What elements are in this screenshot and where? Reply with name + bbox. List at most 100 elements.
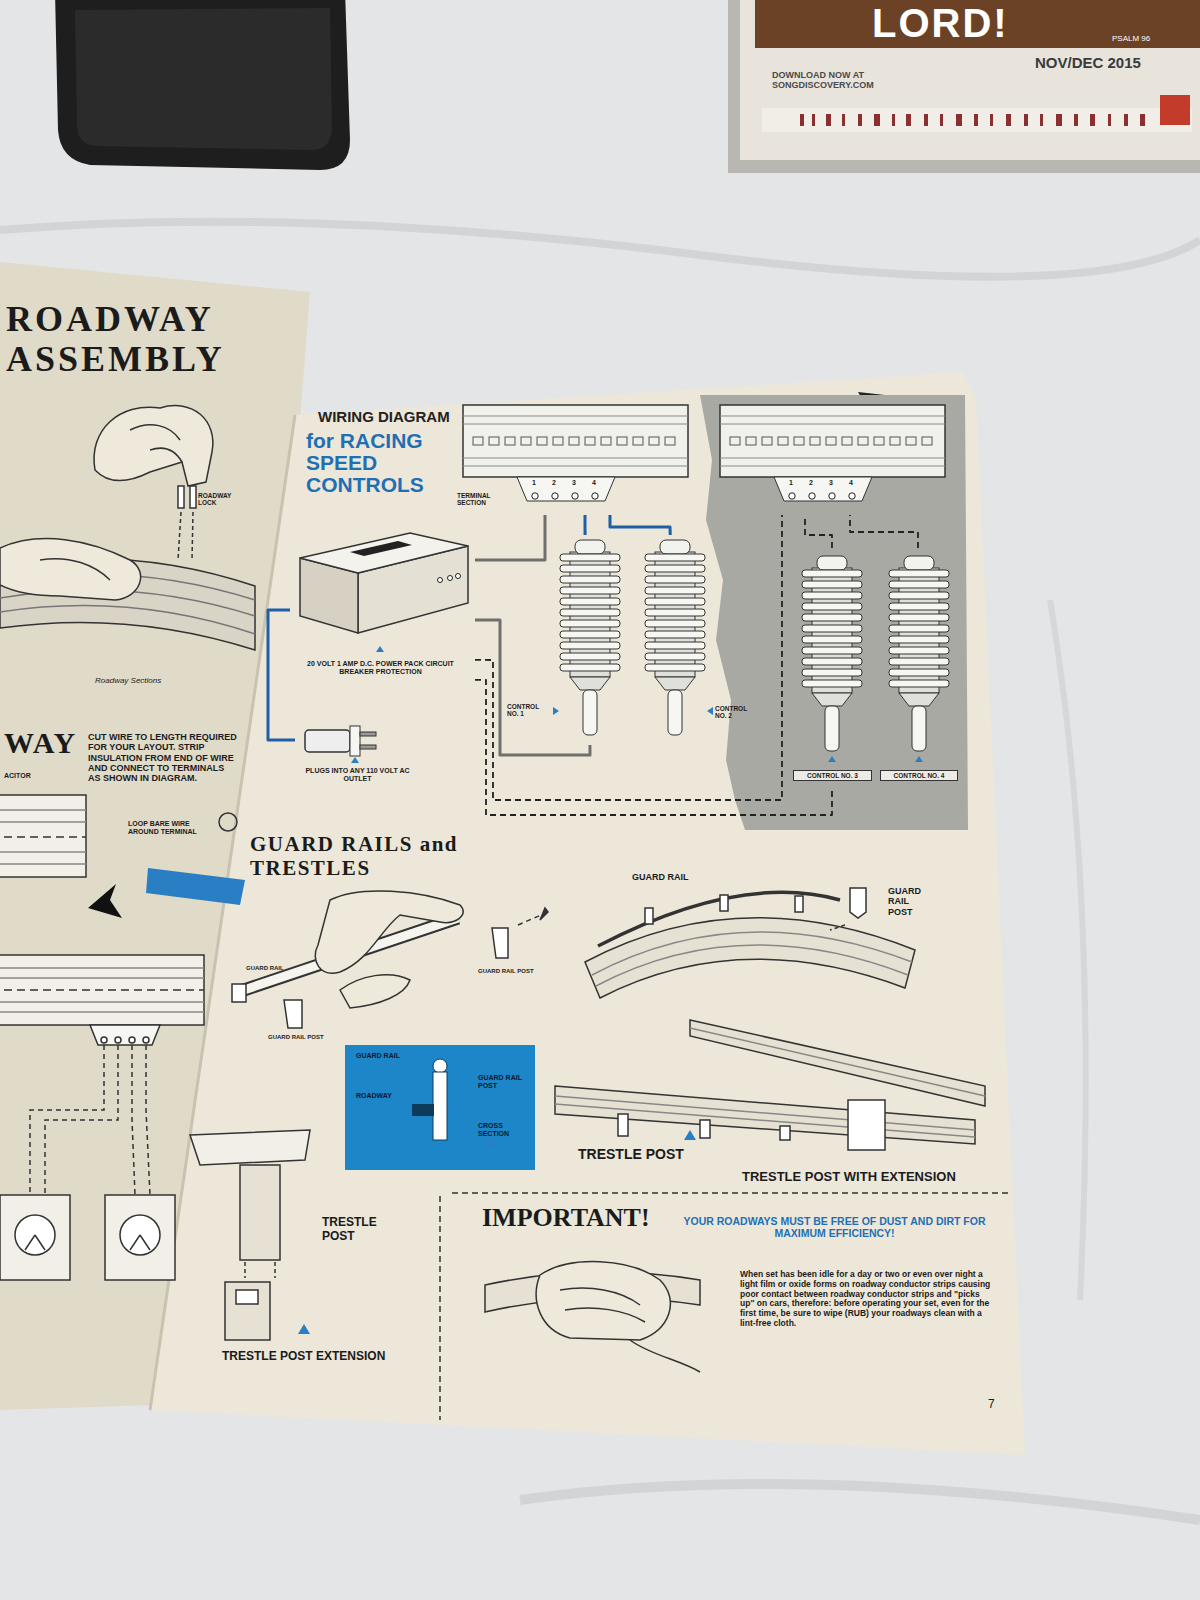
left-wiring-diagram-part [143, 1037, 149, 1043]
node-graphic-part [645, 631, 705, 638]
left-track-piece-part [219, 813, 237, 831]
node-graphic-part [456, 574, 461, 579]
blue-pointer-arrows [298, 1130, 696, 1334]
magazine [728, 0, 1200, 173]
node-graphic-part [560, 664, 620, 671]
label-text: ROADWAY [356, 1092, 392, 1100]
left-wiring-diagram-part [115, 1037, 121, 1043]
label-text: for RACING SPEED CONTROLS [306, 430, 456, 496]
divider-lines-part [452, 1192, 1010, 1194]
trestle-post-part [236, 1290, 258, 1304]
node-graphic-part [826, 437, 836, 445]
cross-section-panel-part [433, 1072, 447, 1140]
magazine-part-part [858, 114, 862, 126]
node-graphic-part [585, 437, 595, 445]
node-graphic-part [560, 598, 620, 605]
node-graphic-part [802, 625, 862, 632]
node-graphic-part [645, 653, 705, 660]
cross-section-panel-part [412, 1104, 434, 1116]
left-wiring-diagram-part [120, 1215, 160, 1255]
node-graphic-part [649, 437, 659, 445]
node-graphic-part [802, 669, 862, 676]
left-track-piece-part [0, 795, 86, 877]
label-text: TRESTLE POST WITH EXTENSION [742, 1170, 956, 1185]
magazine-part-part [1074, 114, 1078, 126]
node-graphic-part [505, 437, 515, 445]
node-graphic-part [645, 565, 705, 572]
label-text: LORD! [872, 0, 1009, 46]
node-label: CONTROL NO. 3 [793, 770, 872, 781]
guard-rail-curve-part [645, 908, 653, 924]
node-graphic-part [360, 745, 376, 749]
node-graphic-part [552, 493, 558, 499]
wire-connector [475, 680, 832, 815]
left-wiring-diagram-part [4, 989, 204, 991]
node-graphic-part [889, 680, 949, 687]
node-graphic-part [668, 690, 682, 735]
trestle-illustration-part [780, 1126, 790, 1140]
wiping-hand [485, 1262, 700, 1372]
wire-connector [475, 515, 782, 800]
wiping-hand-part [536, 1262, 670, 1340]
node-graphic-part [802, 658, 862, 665]
magazine-part [762, 108, 1192, 132]
node-graphic-part [720, 405, 945, 477]
black-case-part [55, 0, 350, 170]
node-graphic-part [746, 437, 756, 445]
assembly-hands-part [40, 559, 110, 580]
blue-pointer-arrows-part [684, 1130, 696, 1140]
node-graphic-part [645, 576, 705, 583]
pointer-arrow [707, 707, 713, 715]
node-graphic-part [592, 493, 598, 499]
node-label: CONTROL NO. 2 [715, 705, 759, 720]
node-graphic-part [537, 437, 547, 445]
magazine-part-part [1108, 114, 1111, 126]
node-graphic-part [350, 541, 412, 556]
node-graphic-part [810, 437, 820, 445]
black-case-part [75, 8, 332, 150]
trestle-illustration-part [848, 1100, 885, 1150]
label-text: DOWNLOAD NOW AT SONGDISCOVERY.COM [772, 70, 942, 91]
node-graphic-part [802, 581, 862, 588]
left-wiring-diagram-part [129, 1037, 135, 1043]
node-graphic-part [463, 424, 688, 425]
assembly-hands-part [94, 406, 213, 486]
wire-connector [610, 515, 670, 535]
assembly-hands-part [178, 512, 193, 560]
cross-section-panel-part [345, 1045, 535, 1170]
node-graphic-part [655, 677, 695, 690]
label-text: ROADWAY LOCK [198, 492, 250, 507]
node-graphic-part [889, 669, 949, 676]
node-graphic-part [560, 653, 620, 660]
node-graphic-part [489, 437, 499, 445]
speed-control: CONTROL NO. 1 [505, 535, 625, 745]
magazine-part-part [1006, 114, 1011, 126]
node-graphic [290, 528, 475, 708]
wire-connector [850, 515, 918, 548]
left-wiring-diagram [0, 955, 204, 1280]
node-graphic-part [553, 437, 563, 445]
node-graphic-part [809, 493, 815, 499]
pointer-arrow [376, 646, 384, 652]
wire-connector [268, 610, 295, 740]
guard-rail-curve-part [592, 932, 912, 986]
node-graphic-part [889, 614, 949, 621]
label-text: LOOP BARE WIRE AROUND TERMINAL [128, 820, 216, 836]
node-graphic-part [645, 598, 705, 605]
left-wiring-diagram-part [90, 1025, 160, 1045]
node-label: 20 VOLT 1 AMP D.C. POWER PACK CIRCUIT BR… [298, 660, 463, 676]
label-text: GUARD RAIL POST [268, 1034, 338, 1041]
node-graphic-part [889, 603, 949, 610]
label-text: Roadway Sections [95, 676, 161, 685]
node-graphic-part [774, 477, 872, 501]
left-wiring-diagram-part [0, 968, 204, 1012]
node-graphic-part [601, 437, 611, 445]
node-graphic-part [849, 493, 855, 499]
left-wiring-diagram-part [15, 1215, 55, 1255]
label-text: GUARD RAILS and TRESTLES [250, 832, 520, 880]
blue-pointer-arrows-part [298, 1324, 310, 1334]
label-text: TRESTLE POST [578, 1146, 684, 1162]
node-graphic-part [874, 437, 884, 445]
magazine-part [740, 0, 1200, 160]
